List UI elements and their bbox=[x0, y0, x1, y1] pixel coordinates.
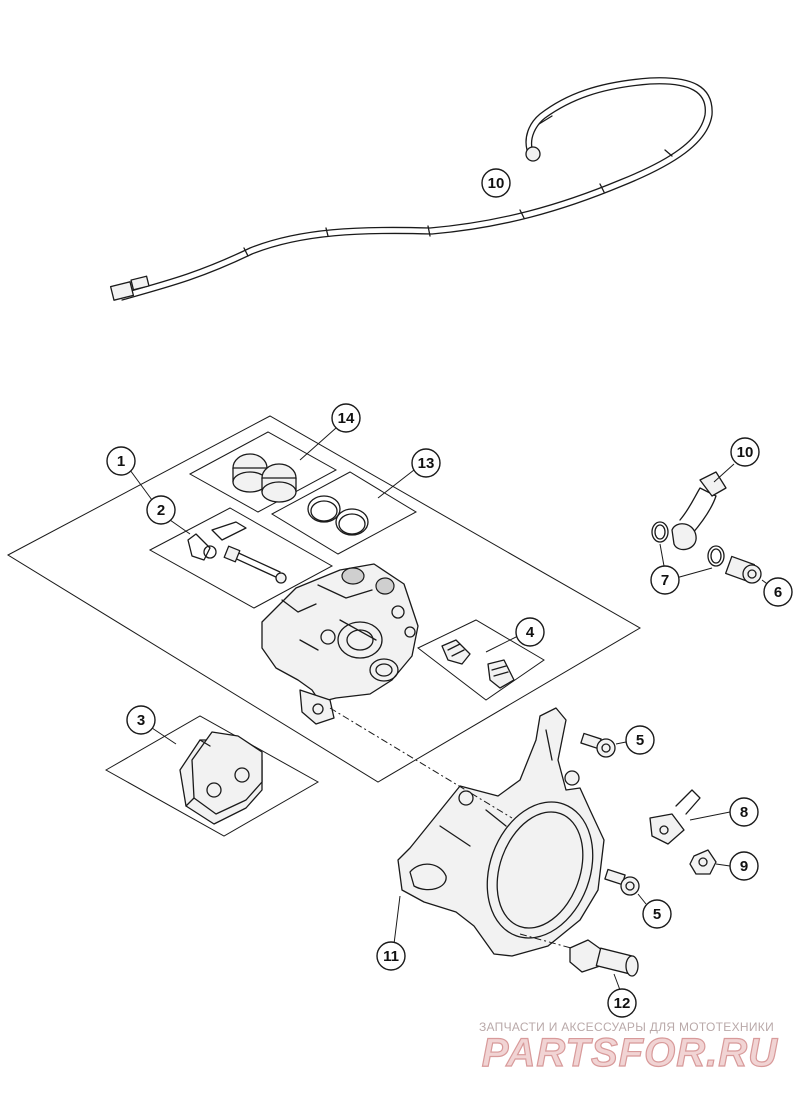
assembly-axis-2 bbox=[519, 933, 601, 957]
copper-washers bbox=[651, 521, 725, 567]
piston-set bbox=[232, 453, 297, 503]
svg-text:12: 12 bbox=[614, 995, 631, 1012]
svg-text:10: 10 bbox=[737, 444, 754, 461]
kit-frame-1 bbox=[6, 415, 641, 783]
callout-13: 13 bbox=[411, 448, 441, 478]
callout-2: 2 bbox=[146, 495, 176, 525]
svg-text:7: 7 bbox=[661, 572, 669, 589]
kit-frame-13 bbox=[270, 471, 418, 555]
callout-12: 12 bbox=[607, 988, 637, 1018]
callout-6: 6 bbox=[763, 577, 793, 607]
watermark-logo: PARTSFOR.RU bbox=[482, 1031, 778, 1075]
assembly-axis-1 bbox=[329, 707, 513, 819]
brake-pads bbox=[179, 731, 263, 825]
banjo-bolt bbox=[724, 555, 762, 584]
callout-4: 4 bbox=[515, 617, 545, 647]
callout-7: 7 bbox=[650, 565, 680, 595]
callout-11: 11 bbox=[376, 941, 406, 971]
kit-frame-2 bbox=[148, 507, 334, 609]
brake-caliper bbox=[261, 563, 419, 725]
bleed-valve bbox=[649, 789, 701, 845]
brake-hose-long bbox=[109, 77, 713, 301]
callout-14: 14 bbox=[331, 403, 361, 433]
bleed-valve-set bbox=[441, 639, 515, 689]
seal-rings bbox=[307, 495, 369, 536]
svg-text:9: 9 bbox=[740, 858, 748, 875]
svg-text:3: 3 bbox=[137, 712, 145, 729]
screw-upper bbox=[580, 732, 616, 758]
callout-9: 9 bbox=[729, 851, 759, 881]
pad-pin-and-spring bbox=[187, 521, 287, 584]
svg-text:6: 6 bbox=[774, 584, 782, 601]
svg-text:8: 8 bbox=[740, 804, 748, 821]
svg-text:14: 14 bbox=[338, 410, 355, 427]
svg-text:1: 1 bbox=[117, 453, 125, 470]
kit-frame-14 bbox=[188, 431, 338, 513]
callout-5-upper: 5 bbox=[625, 725, 655, 755]
watermark-tagline: ЗАПЧАСТИ И АКСЕССУАРЫ ДЛЯ МОТОТЕХНИКИ bbox=[479, 1020, 774, 1034]
svg-text:11: 11 bbox=[383, 948, 399, 965]
callout-10-top: 10 bbox=[481, 168, 511, 198]
screw-lower bbox=[604, 868, 640, 896]
svg-text:13: 13 bbox=[418, 455, 435, 472]
callout-8: 8 bbox=[729, 797, 759, 827]
axle-sleeve bbox=[569, 939, 639, 977]
svg-text:5: 5 bbox=[636, 732, 644, 749]
callout-10-right: 10 bbox=[730, 437, 760, 467]
kit-frame-4 bbox=[417, 619, 545, 701]
svg-text:5: 5 bbox=[653, 906, 661, 923]
callout-1: 1 bbox=[106, 446, 136, 476]
kit-frame-3 bbox=[104, 715, 320, 837]
caliper-bracket bbox=[397, 707, 605, 957]
callout-3: 3 bbox=[126, 705, 156, 735]
svg-text:4: 4 bbox=[526, 624, 535, 641]
svg-text:10: 10 bbox=[488, 175, 505, 192]
nut bbox=[689, 849, 717, 875]
hose-fitting bbox=[671, 471, 727, 551]
svg-text:2: 2 bbox=[157, 502, 165, 519]
watermark: ЗАПЧАСТИ И АКСЕССУАРЫ ДЛЯ МОТОТЕХНИКИ PA… bbox=[479, 1020, 778, 1076]
callout-5-lower: 5 bbox=[642, 899, 672, 929]
